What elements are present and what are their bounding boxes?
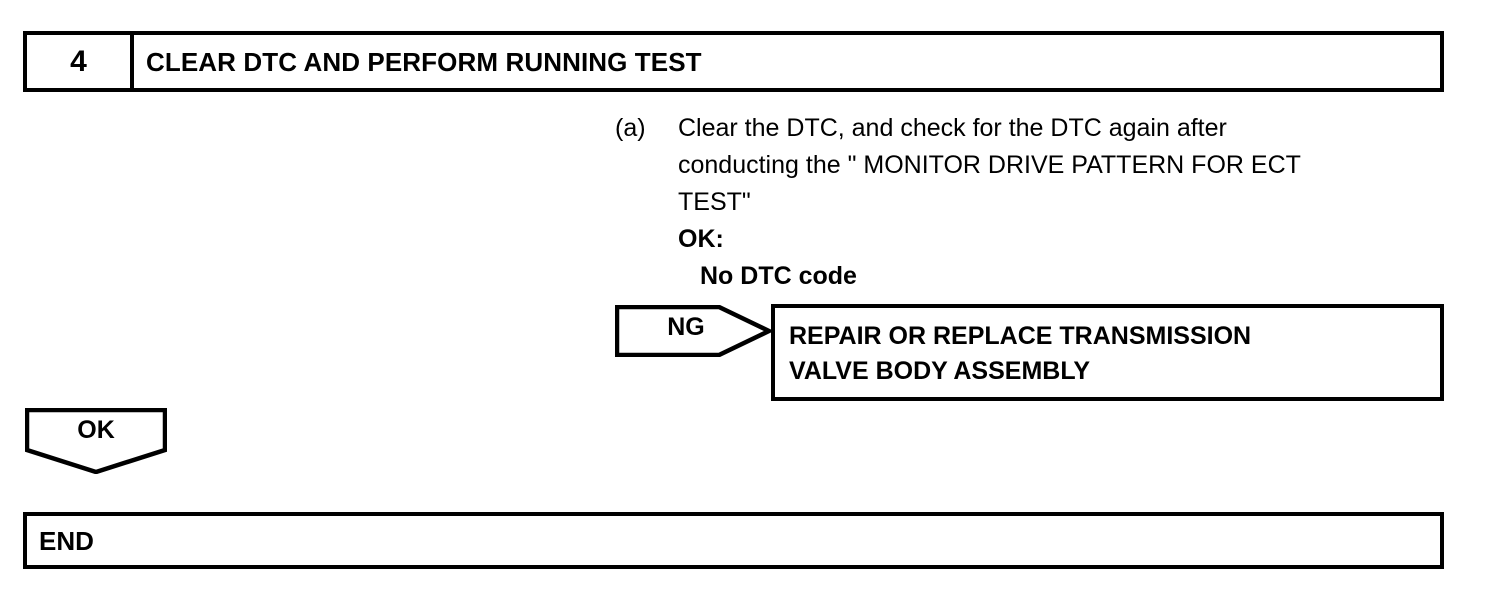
procedure-ok-label: OK: [678, 225, 724, 253]
ng-branch-label: NG [667, 312, 705, 341]
ok-arrow-shape [25, 408, 167, 474]
procedure-body: Clear the DTC, and check for the DTC aga… [678, 110, 1455, 295]
step-number-cell: 4 [27, 35, 134, 88]
end-box: END [23, 512, 1444, 569]
step-number: 4 [70, 44, 87, 78]
ok-branch-arrow: OK [25, 408, 167, 474]
procedure-ok-value: No DTC code [700, 262, 857, 290]
procedure-block: (a) Clear the DTC, and check for the DTC… [615, 110, 1455, 295]
ok-branch-label: OK [77, 415, 115, 444]
procedure-line: conducting the " MONITOR DRIVE PATTERN F… [678, 151, 1301, 179]
procedure-marker: (a) [615, 114, 646, 142]
step-header: 4 CLEAR DTC AND PERFORM RUNNING TEST [23, 31, 1444, 92]
ng-result-line: REPAIR OR REPLACE TRANSMISSION [789, 322, 1252, 350]
procedure-line: TEST" [678, 188, 751, 216]
ng-result-line: VALVE BODY ASSEMBLY [789, 357, 1090, 385]
step-title-cell: CLEAR DTC AND PERFORM RUNNING TEST [134, 35, 1440, 88]
step-title: CLEAR DTC AND PERFORM RUNNING TEST [146, 46, 702, 77]
ng-branch-arrow: NG [615, 305, 771, 357]
procedure-line: Clear the DTC, and check for the DTC aga… [678, 114, 1227, 142]
procedure-row: (a) Clear the DTC, and check for the DTC… [615, 110, 1455, 295]
end-label: END [39, 525, 94, 556]
ng-arrow-shape [615, 305, 771, 357]
ng-result-box: REPAIR OR REPLACE TRANSMISSION VALVE BOD… [771, 304, 1444, 401]
